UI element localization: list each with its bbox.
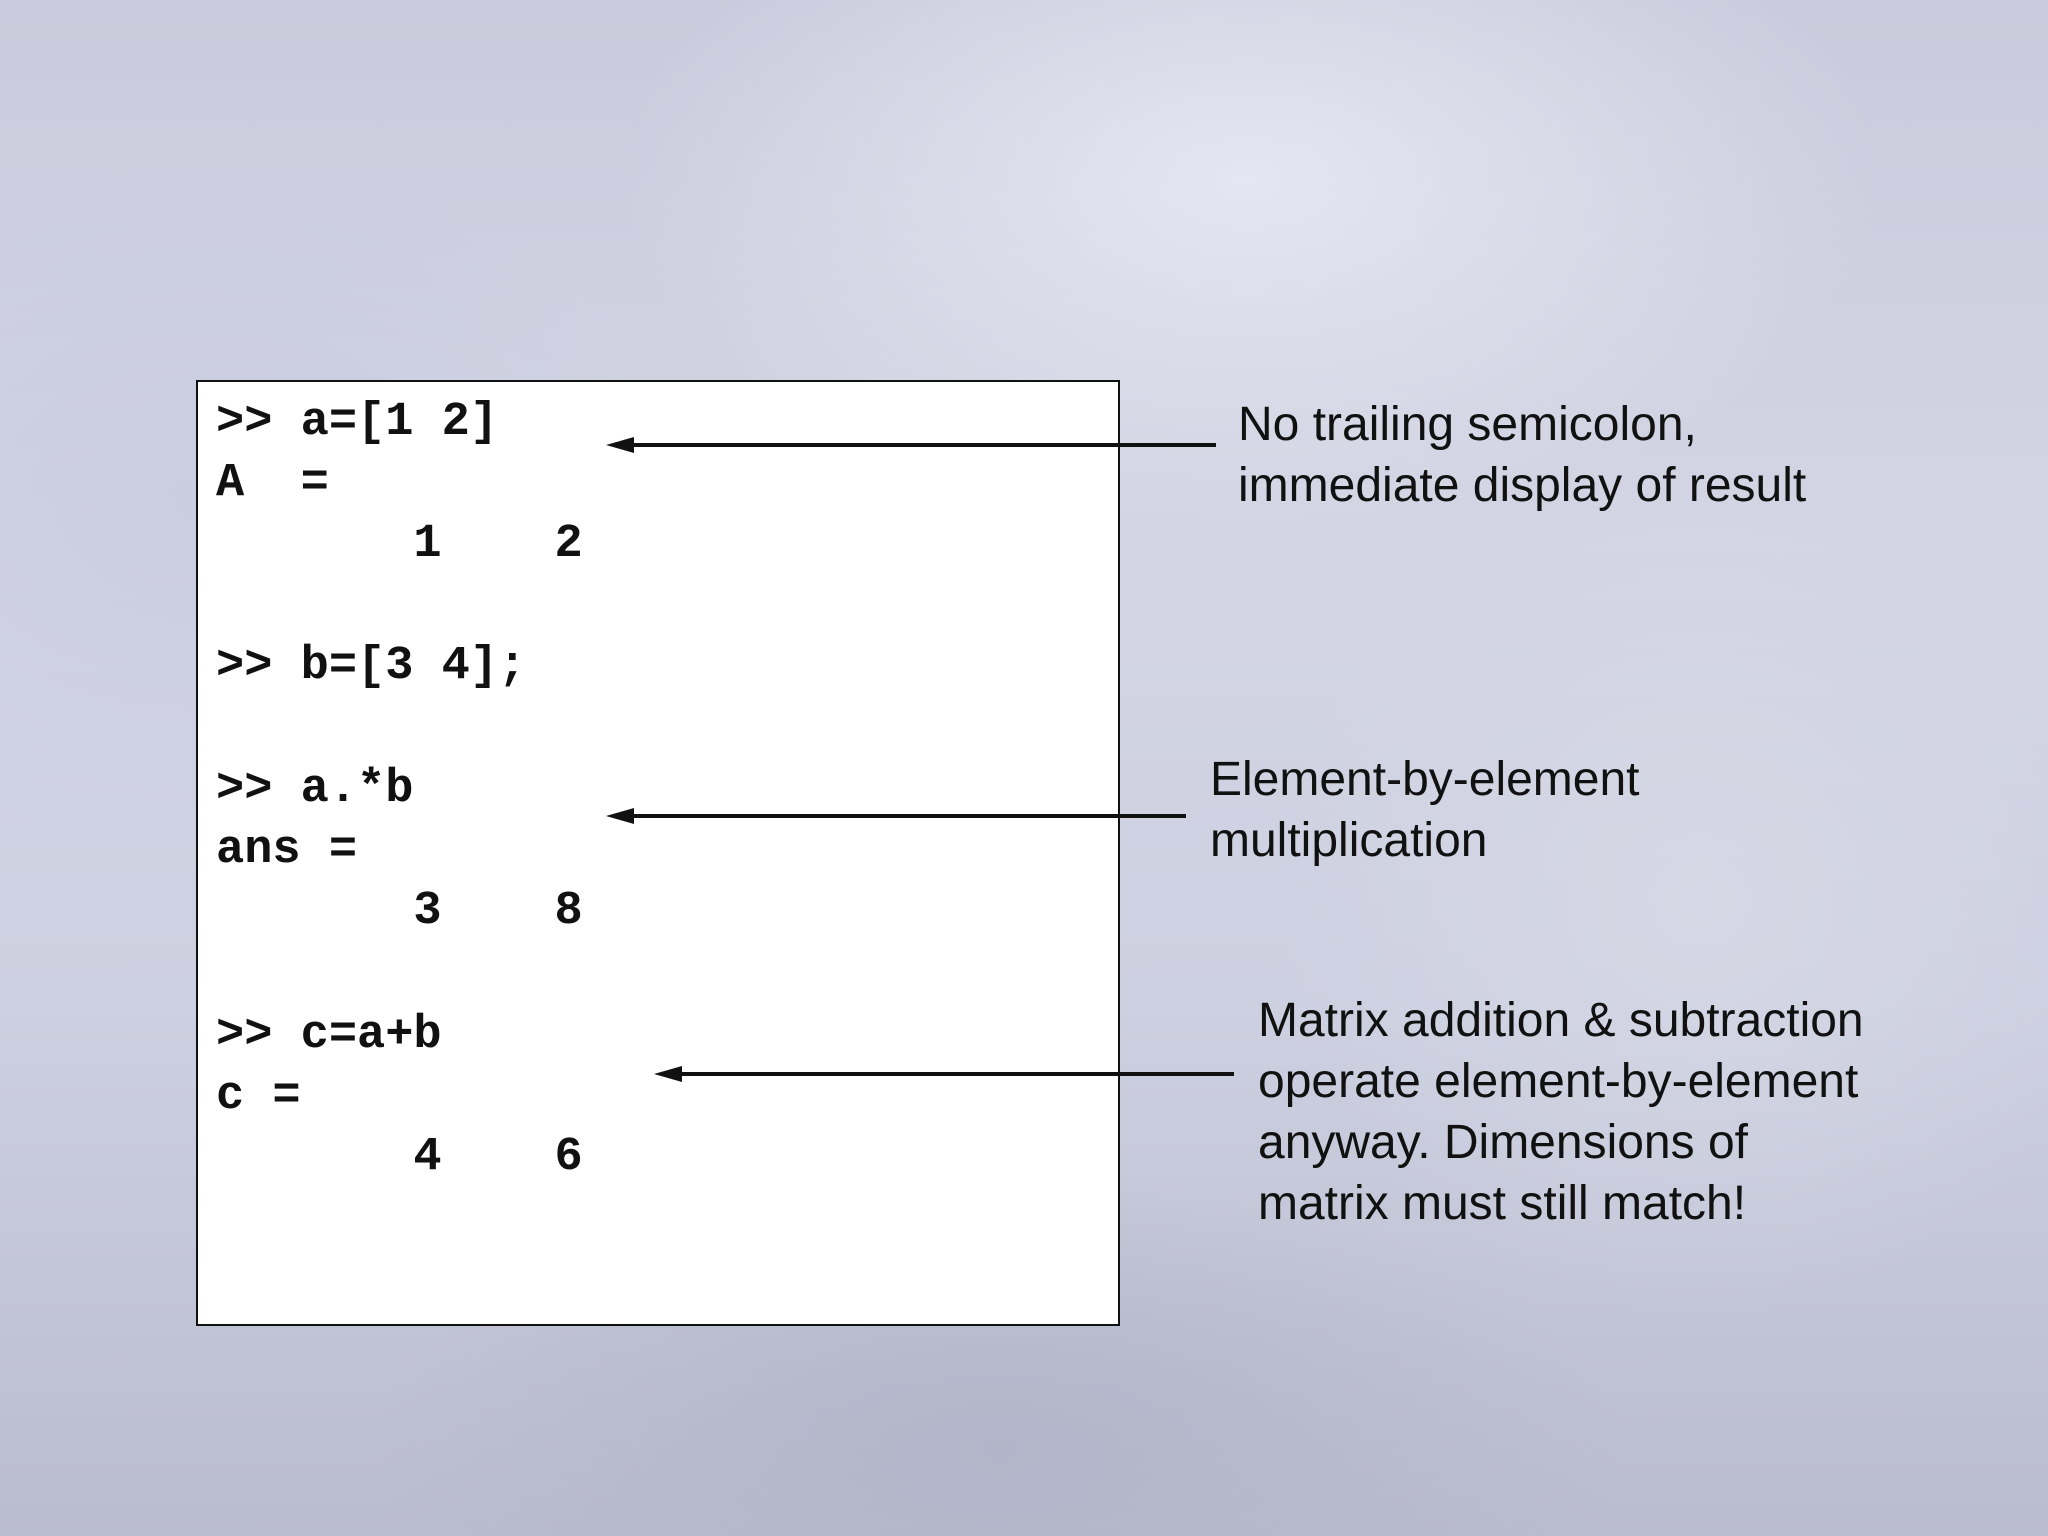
annotation-matrix-addition: Matrix addition & subtraction operate el… [1258, 994, 1864, 1230]
code-block-matrix-addition: >> c=a+b c = 4 6 [216, 1009, 583, 1184]
console-output-panel [196, 380, 1120, 1326]
annotation-no-semicolon: No trailing semicolon, immediate display… [1238, 398, 1807, 512]
code-block-elementwise-multiply: >> a.*b ans = 3 8 [216, 763, 583, 938]
annotation-elementwise-multiplication: Element-by-element multiplication [1210, 753, 1640, 867]
code-block-assign-a: >> a=[1 2] A = 1 2 [216, 396, 583, 571]
code-block-assign-b: >> b=[3 4]; [216, 640, 527, 693]
